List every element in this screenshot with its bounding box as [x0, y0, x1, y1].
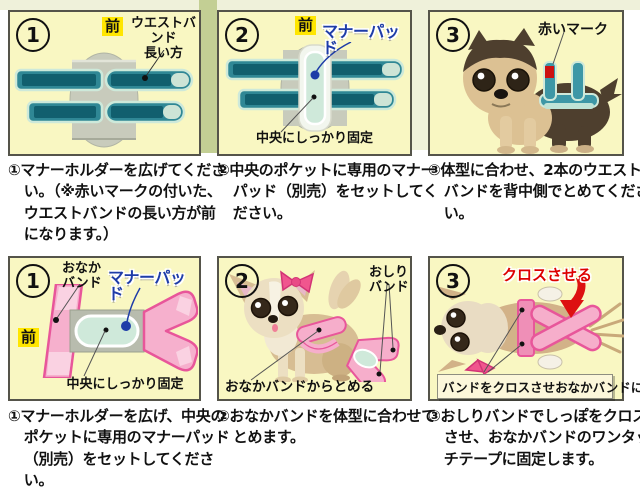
holder-with-pad-illustration: [225, 42, 405, 133]
manner-pad-label: マナーパッド: [322, 22, 400, 57]
olive-background-strip: [199, 0, 217, 153]
step-number-badge: 2: [225, 264, 259, 298]
step-number-badge: 3: [436, 18, 470, 52]
step-panel-3: 3 赤いマーク: [428, 10, 624, 156]
step-panel-1: 1 前 ウエストバンド 長い方: [8, 10, 201, 156]
red-mark-label: 赤いマーク: [538, 22, 608, 38]
step-number-badge: 3: [436, 264, 470, 298]
step-number-badge: 1: [16, 264, 50, 298]
step-caption-1: ①マナーホルダーを広げてください。（※赤いマークの付いた、ウエストバンドの長い方…: [8, 161, 226, 243]
top-background-strip: [0, 0, 640, 10]
step-caption-2: ②中央のポケットに専用のマナーパッド（別売）をセットしてください。: [217, 161, 438, 222]
front-label: 前: [18, 328, 40, 347]
step-panel-4: 1 おなか バンド マナーパッド 前 中央にしっかり固定: [8, 256, 201, 401]
step-caption-5: ②おなかバンドを体型に合わせてとめます。: [217, 407, 436, 447]
step-number-badge: 2: [225, 18, 259, 52]
step-caption-6: ③おしりバンドでしっぽをクロスさせ、おなかバンドのワンタッチテープに固定します。: [428, 407, 640, 468]
step-number-badge: 1: [16, 18, 50, 52]
cross-fix-note: バンドをクロスさせおなかバンドに固定: [437, 374, 640, 399]
fasten-from-belly-label: おなかバンドからとめる: [225, 379, 375, 395]
front-label: 前: [102, 17, 124, 36]
waistband-long-side-label: ウエストバンド 長い方: [130, 16, 196, 61]
pink-holder-illustration: [42, 284, 198, 378]
chihuahua-dog-illustration: [229, 270, 400, 382]
front-label: 前: [295, 16, 317, 35]
hip-band-label: おしり バンド: [369, 265, 409, 295]
rear-view-dog-illustration: [434, 278, 624, 374]
fix-center-label: 中央にしっかり固定: [66, 377, 184, 392]
yorkie-dog-illustration: [463, 28, 622, 154]
pale-background-strip: [411, 0, 429, 150]
step-caption-3: ③体型に合わせ、2本のウエストバンドを背中側でとめてください。: [428, 161, 640, 222]
step-panel-2: 2 前 マナーパッド 中央にしっかり固定: [217, 10, 412, 156]
fix-center-label: 中央にしっかり固定: [255, 131, 373, 146]
cross-band-label: クロスさせる: [502, 266, 593, 284]
manner-pad-label: マナーパッド: [108, 268, 186, 303]
step-panel-5: 2 おしり バンド おなかバンドからとめる: [217, 256, 412, 401]
holder-open-illustration: [14, 50, 194, 148]
belly-band-label: おなか バンド: [62, 261, 102, 291]
step-panel-6: 3 クロスさせる バンドをクロスさせおなかバンドに固定: [428, 256, 640, 401]
step-caption-4: ①マナーホルダーを広げ、中央のポケットに専用のマナーパッド（別売）をセットしてく…: [8, 407, 230, 489]
